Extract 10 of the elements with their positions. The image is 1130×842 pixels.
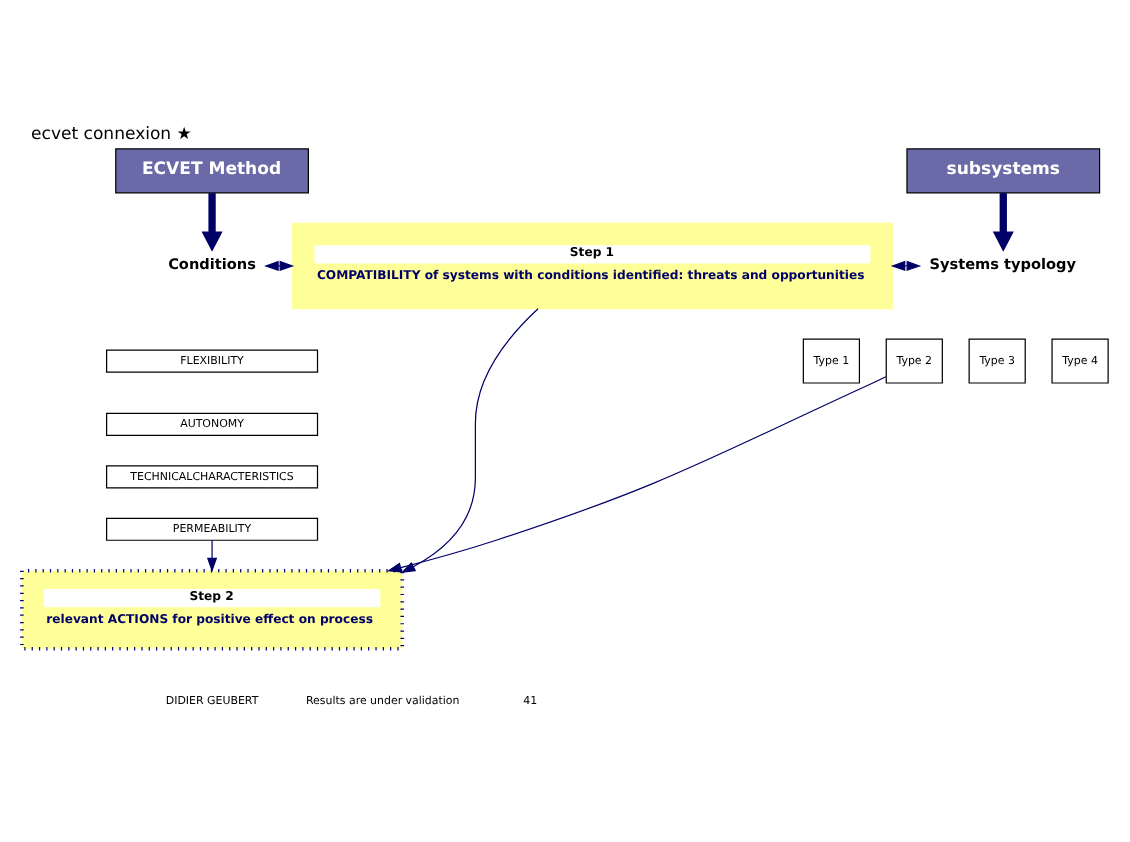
arrow (206, 538, 218, 572)
diagram-title: ecvet connexion ★ (31, 124, 192, 145)
arrow (992, 192, 1014, 251)
arrow (400, 307, 539, 573)
arrow (386, 375, 887, 572)
node-box: ECVET Method (115, 147, 309, 193)
arrow (890, 259, 922, 271)
arrow (264, 259, 295, 271)
node-box: subsystems (906, 147, 1101, 193)
arrow (201, 192, 223, 251)
